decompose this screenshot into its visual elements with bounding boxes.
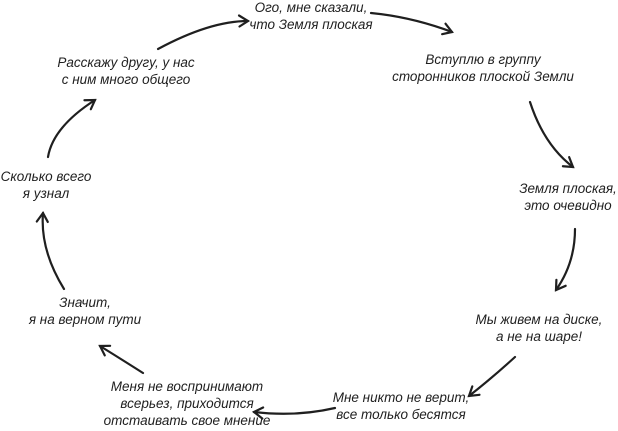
node-text-line: Мы живем на диске, — [475, 312, 603, 327]
node-text-line: Меня не воспринимают — [110, 379, 264, 394]
node-text-line: сторонников плоской Земли — [392, 69, 574, 84]
node-earth-flat-obvious: Земля плоская, это очевидно — [468, 180, 618, 214]
node-we-live-on-disk: Мы живем на диске, а не на шаре! — [439, 311, 618, 345]
node-text-line: всерьез, приходится — [120, 396, 254, 411]
arrow-not-serious-to-right-path — [98, 344, 145, 375]
node-text-line: все только бесятся — [336, 407, 466, 422]
node-tell-friend: Расскажу другу, у нас с ним много общего — [26, 54, 226, 88]
node-join-flat-earth-group: Вступлю в группу сторонников плоской Зем… — [383, 51, 583, 85]
node-text-line: Вступлю в группу — [425, 52, 541, 67]
node-text-line: а не на шаре! — [495, 329, 583, 344]
arrow-learned-to-tell-friend — [46, 98, 97, 159]
node-text-line: я узнал — [22, 186, 70, 201]
node-not-taken-seriously: Меня не воспринимают всерьез, приходится… — [87, 378, 287, 429]
node-text-line: Сколько всего — [0, 169, 92, 184]
node-learned-so-much: Сколько всего я узнал — [0, 168, 146, 202]
node-text-line: что Земля плоская — [249, 17, 373, 32]
node-text-line: это очевидно — [524, 198, 612, 213]
node-text-line: Расскажу другу, у нас — [57, 55, 195, 70]
node-text-line: с ним много общего — [61, 72, 191, 87]
node-nobody-believes-me: Мне никто не верит, все только бесятся — [301, 389, 501, 423]
node-text-line: Земля плоская, — [519, 181, 617, 196]
node-heard-earth-is-flat: Ого, мне сказали, что Земля плоская — [211, 0, 411, 33]
arrow-join-group-to-obvious — [528, 100, 575, 169]
node-text-line: Ого, мне сказали, — [254, 0, 368, 15]
arrow-obvious-to-disk — [554, 227, 577, 292]
node-text-line: Значит, — [59, 295, 111, 310]
node-on-right-path: Значит, я на верном пути — [0, 294, 185, 328]
node-text-line: Мне никто не верит, — [332, 390, 470, 405]
node-text-line: я на верном пути — [28, 312, 142, 327]
arrow-right-path-to-learned — [35, 210, 66, 291]
node-text-line: отстаивать свое мнение — [103, 413, 271, 428]
